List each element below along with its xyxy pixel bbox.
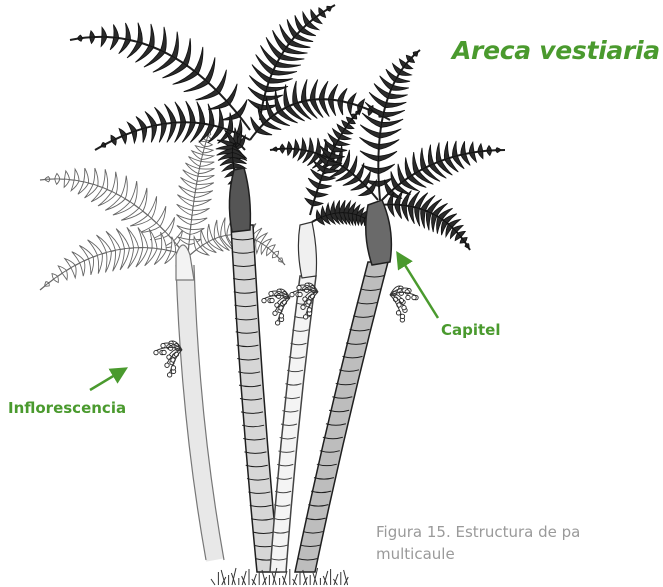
figure-caption: Figura 15. Estructura de pa multicaule bbox=[376, 521, 663, 565]
species-title: Areca vestiaria bbox=[452, 36, 660, 65]
inflorescencia-label: Inflorescencia bbox=[8, 399, 126, 417]
trunk bbox=[231, 225, 279, 572]
capitel-label: Capitel bbox=[441, 321, 501, 339]
caption-line-2: multicaule bbox=[376, 543, 663, 565]
frond bbox=[382, 141, 505, 200]
frond bbox=[40, 227, 185, 290]
inflorescence bbox=[262, 289, 290, 325]
inflorescencia-arrow bbox=[90, 369, 125, 390]
caption-line-1: Figura 15. Estructura de pa bbox=[376, 521, 663, 543]
grass-blade bbox=[211, 579, 215, 585]
inflorescence bbox=[154, 341, 182, 377]
frond bbox=[380, 191, 470, 250]
inflorescence bbox=[390, 286, 418, 322]
frond bbox=[305, 110, 360, 215]
